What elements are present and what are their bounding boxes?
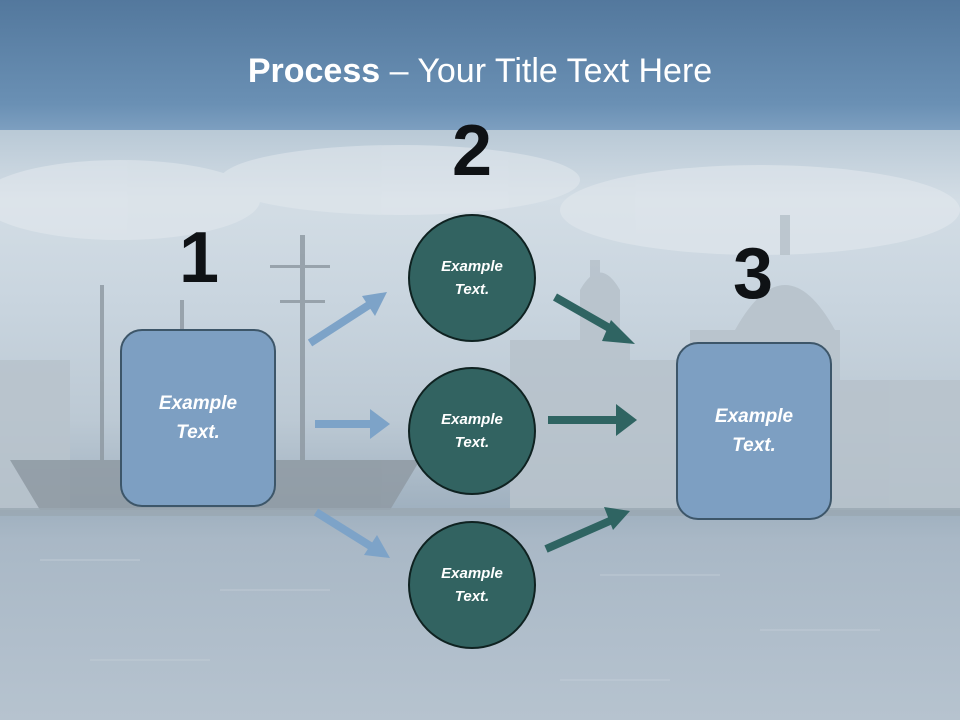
page-title: Process – Your Title Text Here bbox=[0, 52, 960, 91]
step-2-circle-bottom: Example Text. bbox=[408, 521, 536, 649]
arrow-bottom-to-3 bbox=[544, 507, 630, 553]
title-bold: Process bbox=[247, 52, 381, 90]
title-rest: – Your Title Text Here bbox=[380, 52, 713, 90]
step-3-box: Example Text. bbox=[676, 342, 832, 520]
step-number-1: 1 bbox=[178, 218, 220, 298]
step-number-2: 2 bbox=[451, 111, 493, 191]
title-band bbox=[0, 0, 960, 130]
arrow-middle-to-3 bbox=[548, 404, 637, 436]
arrow-1-to-bottom bbox=[313, 508, 390, 558]
arrow-top-to-3 bbox=[553, 293, 635, 344]
step-number-3: 3 bbox=[732, 234, 774, 314]
step-2-circle-top: Example Text. bbox=[408, 214, 536, 342]
step-2-item-1-text: Example Text. bbox=[441, 258, 503, 298]
step-2-circle-middle: Example Text. bbox=[408, 367, 536, 495]
step-1-text: Example Text. bbox=[158, 393, 238, 443]
arrow-1-to-middle bbox=[315, 409, 390, 439]
arrow-1-to-top bbox=[307, 292, 387, 347]
step-2-item-2-text: Example Text. bbox=[441, 411, 503, 451]
step-1-box: Example Text. bbox=[120, 329, 276, 507]
step-3-text: Example Text. bbox=[714, 406, 794, 456]
step-2-item-3-text: Example Text. bbox=[441, 565, 503, 605]
